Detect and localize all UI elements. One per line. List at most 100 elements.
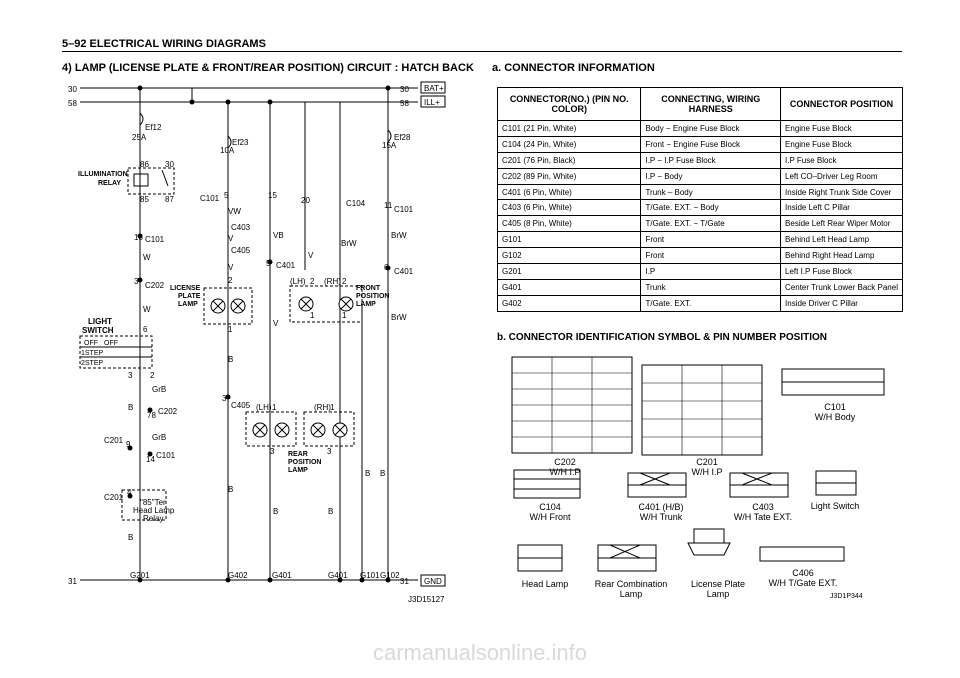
lic-label-2: PLATE [178, 293, 201, 300]
pin-2-b: 2 [228, 276, 233, 285]
sym-c101-name: C101 [824, 402, 846, 412]
relay-ter-3: Relay [143, 514, 163, 523]
cell-connector: G201 [496, 263, 642, 280]
conn-c201-b: C201 [104, 493, 124, 502]
rear-lh: (LH) [256, 403, 272, 412]
sym-rear-combination: Rear Combination Lamp [586, 579, 676, 599]
wire-b-3: B [228, 355, 233, 364]
front-label-1: FRONT [356, 285, 381, 292]
sym-c101-harness: W/H Body [814, 412, 856, 422]
cell-harness: I.P [640, 263, 782, 280]
sym-c201: C201 W/H I.P [672, 457, 742, 477]
sym-c104: C104 W/H Front [510, 502, 590, 522]
cell-harness: T/Gate. EXT. [640, 294, 782, 312]
switch-off: OFF [84, 340, 98, 347]
sym-light-switch-name: Light Switch [810, 501, 860, 511]
wire-b-1: B [128, 403, 133, 412]
sym-c406: C406 W/H T/Gate EXT. [758, 568, 848, 588]
sym-license-plate: License Plate Lamp [678, 579, 758, 599]
wire-b-4: B [228, 485, 233, 494]
pin-3-b: 3 [128, 371, 133, 380]
sym-c202: C202 W/H I.P [530, 457, 600, 477]
sym-license-plate-name: License Plate [690, 579, 746, 589]
sym-c202-harness: W/H I.P [549, 467, 581, 477]
pin-14: 14 [146, 455, 155, 464]
rail-58-right-label: 58 [400, 99, 409, 108]
cell-harness: I.P − Body [640, 167, 782, 185]
connector-table-header-row: CONNECTOR(NO.) (PIN NO. COLOR) CONNECTIN… [496, 87, 903, 121]
conn-c101-d: C101 [394, 205, 414, 214]
pin-3-c: 3 [222, 394, 227, 403]
switch-1step: 1STEP [81, 350, 104, 357]
pin-3-a: 3 [134, 277, 139, 286]
cell-connector: C201 (76 Pin, Black) [496, 151, 642, 169]
wire-w-2: W [143, 305, 151, 314]
wiring-diagram: 30 58 31 30 58 31 BAT+ ILL+ GND Ef12 25A… [68, 81, 446, 604]
pin-6-a: 6 [143, 325, 148, 334]
wire-b-5: B [273, 507, 278, 516]
wire-v-2: V [228, 263, 234, 272]
diagram-code-left: J3D15127 [408, 595, 445, 604]
pin-20: 20 [301, 196, 310, 205]
relay-ter-1: "85"Ter [140, 498, 166, 507]
front-label-2: POSITION [356, 293, 389, 300]
relay-pin-86: 86 [140, 160, 149, 169]
fuse-ef28-label: Ef28 [394, 133, 411, 142]
conn-c405-a: C405 [231, 246, 251, 255]
sym-c201-harness: W/H I.P [691, 467, 723, 477]
rail-58-label: 58 [68, 99, 77, 108]
circuit-title: 4) LAMP (LICENSE PLATE & FRONT/REAR POSI… [62, 62, 474, 74]
cell-harness: Front [640, 231, 782, 248]
wire-grb-1: GrB [152, 385, 166, 394]
connector-table-body: C101 (21 Pin, White)Body − Engine Fuse B… [496, 120, 903, 312]
switch-off-2: OFF [104, 340, 118, 347]
sym-c406-name: C406 [792, 568, 814, 578]
ground-g201: G201 [130, 571, 150, 580]
pin-5-b: 5 [266, 259, 271, 268]
bat-label: BAT+ [424, 84, 444, 93]
page-header: 5–92 ELECTRICAL WIRING DIAGRAMS [62, 38, 266, 50]
rail-30-label: 30 [68, 85, 77, 94]
cell-connector: C401 (6 Pin, White) [496, 183, 642, 200]
wire-v-4: V [308, 251, 314, 260]
sym-c403-name: C403 [752, 502, 774, 512]
cell-harness: Body − Engine Fuse Block [640, 120, 782, 137]
rear-label-1: REAR [288, 451, 308, 458]
diagram-code-right: J3D1P344 [830, 593, 863, 600]
cell-harness: Trunk – Body [640, 183, 782, 200]
wire-grb-2: GrB [152, 433, 166, 442]
cell-position: Inside Driver C Pillar [780, 294, 903, 312]
rear-rh: (RH) [314, 403, 331, 412]
cell-position: Left I.P Fuse Block [780, 263, 903, 280]
sym-license-plate-sub: Lamp [706, 589, 730, 599]
pin-78: 78 [147, 411, 156, 420]
fuse-ef23-label: Ef23 [232, 138, 249, 147]
cell-harness: Trunk [640, 278, 782, 296]
conn-c201-a: C201 [104, 436, 124, 445]
connector-symbols: J3D1P344 [511, 356, 885, 600]
sym-c406-harness: W/H T/Gate EXT. [768, 578, 838, 588]
cell-connector: C101 (21 Pin, White) [496, 120, 642, 137]
table-row: C405 (8 Pin, White)T/Gate. EXT. − T/Gate… [496, 215, 903, 232]
rail-30-right-label: 30 [400, 85, 409, 94]
sym-c401-name: C401 (H/B) [638, 502, 684, 512]
cell-position: Behind Right Head Lamp [780, 247, 903, 264]
cell-harness: Front − Engine Fuse Block [640, 135, 782, 153]
pin-1-e: 1 [330, 403, 335, 412]
cell-position: Behind Left Head Lamp [780, 231, 903, 248]
col-harness: CONNECTING, WIRING HARNESS [640, 87, 782, 121]
cell-harness: T/Gate. EXT. − Body [640, 199, 782, 216]
cell-connector: G402 [496, 294, 642, 312]
cell-position: Center Trunk Lower Back Panel [780, 278, 903, 296]
connector-table: CONNECTOR(NO.) (PIN NO. COLOR) CONNECTIN… [496, 87, 903, 312]
rail-31-label: 31 [68, 577, 77, 586]
sym-light-switch: Light Switch [800, 501, 870, 511]
ground-g101: G101 [360, 571, 380, 580]
conn-c101-c: C101 [200, 194, 220, 203]
sym-rear-combination-name: Rear Combination [594, 579, 668, 589]
sym-c104-name: C104 [539, 502, 561, 512]
conn-c401-b: C401 [394, 267, 414, 276]
